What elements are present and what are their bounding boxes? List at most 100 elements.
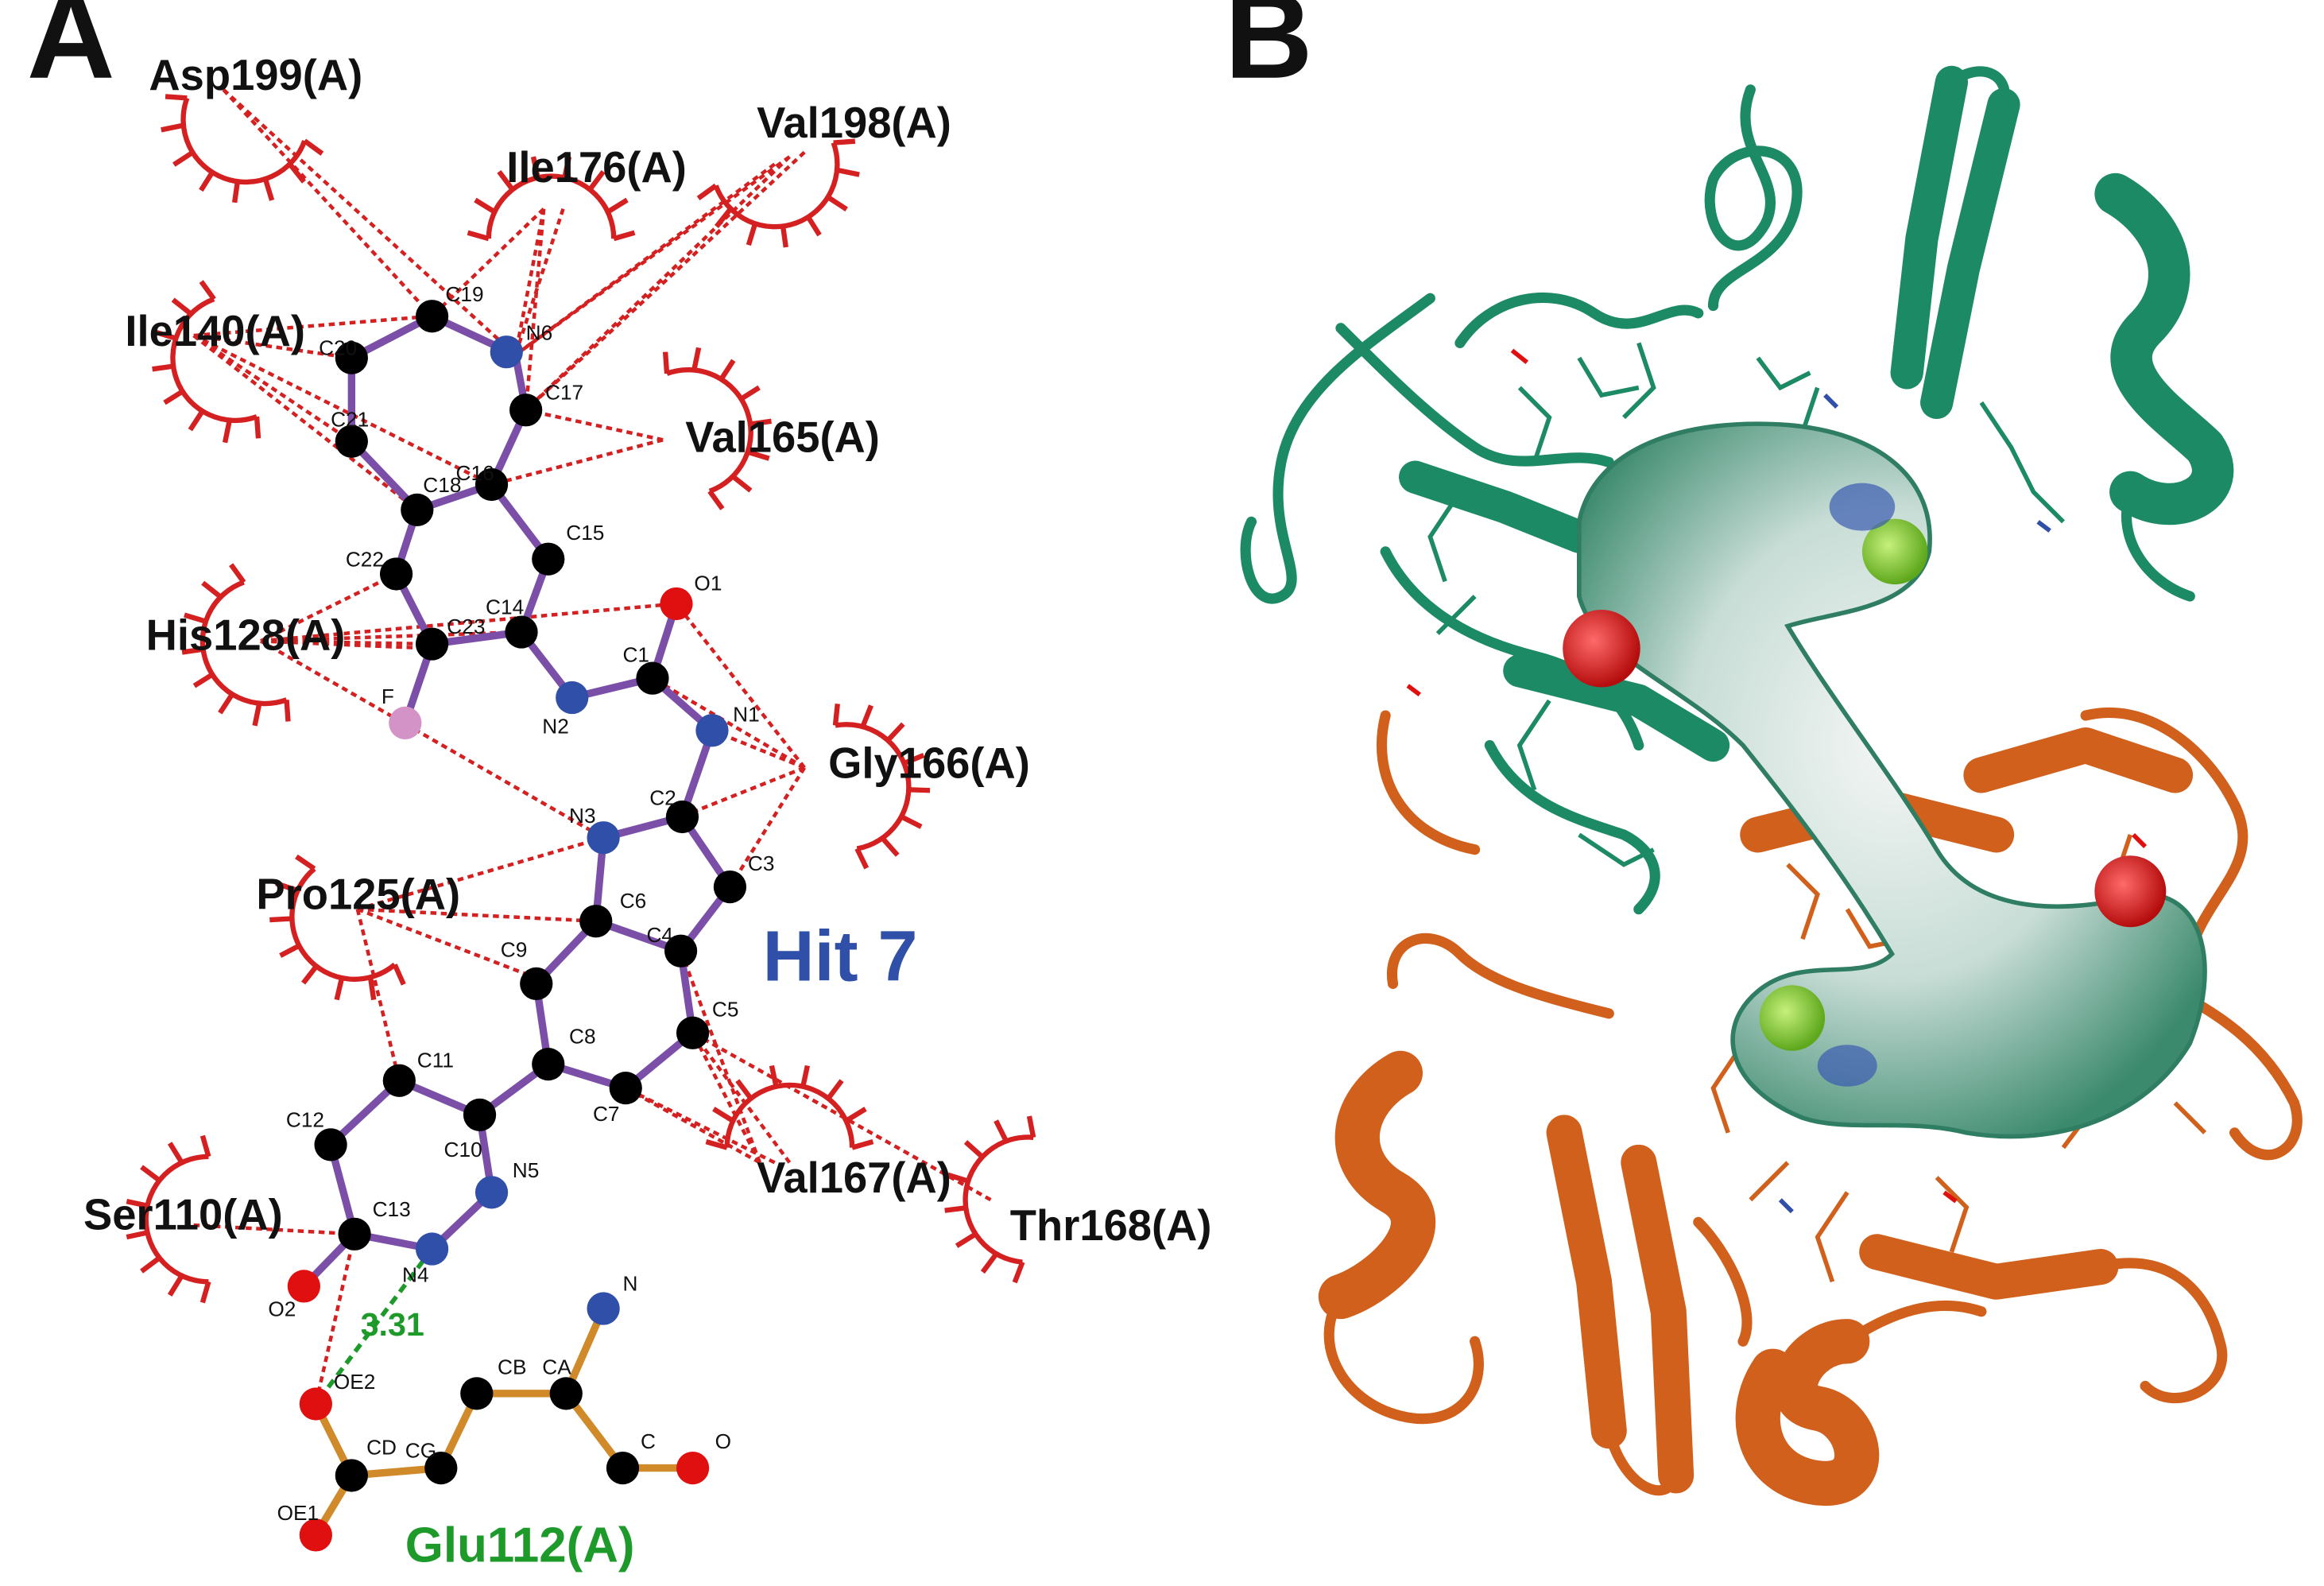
atom-c17	[509, 394, 543, 427]
atom-c	[606, 1451, 640, 1485]
atom-c6	[579, 905, 613, 938]
label-c13: C13	[373, 1197, 411, 1221]
glu112-label: Glu112(A)	[405, 1518, 635, 1573]
residue-label-asp199: Asp199(A)	[149, 51, 362, 99]
label-n1: N1	[733, 703, 760, 727]
label-n5: N5	[513, 1158, 540, 1182]
ligand-name: Hit 7	[763, 917, 918, 997]
atom-n	[587, 1292, 620, 1325]
atom-c14	[505, 615, 538, 649]
label-cd: CD	[366, 1436, 397, 1460]
label-oe1: OE1	[277, 1501, 320, 1525]
residue-label-ile140: Ile140(A)	[125, 307, 305, 355]
label-c21: C21	[331, 407, 369, 431]
residue-arcs	[126, 94, 1036, 1304]
label-c15: C15	[566, 521, 604, 545]
atom-c5	[676, 1016, 710, 1049]
label-c2: C2	[649, 785, 676, 809]
label-c8: C8	[569, 1024, 596, 1048]
arc-ile176	[467, 156, 636, 242]
atom-c10	[463, 1098, 497, 1131]
atom-n3	[587, 821, 620, 855]
atom-oe2	[299, 1387, 332, 1421]
label-c1: C1	[622, 643, 649, 667]
surface-red-bottom	[2094, 855, 2167, 928]
atom-c4	[664, 934, 698, 967]
label-c6: C6	[620, 889, 647, 913]
label-f: F	[382, 684, 394, 708]
atom-c11	[382, 1064, 416, 1097]
label-c4: C4	[646, 923, 673, 947]
atom-c15	[532, 542, 565, 576]
label-c9: C9	[501, 938, 528, 962]
label-c17: C17	[545, 381, 583, 405]
label-c11: C11	[417, 1048, 454, 1072]
residue-label-his128: His128(A)	[146, 611, 346, 660]
label-c14: C14	[486, 595, 524, 619]
atom-ca	[549, 1377, 583, 1410]
atom-cb	[460, 1377, 494, 1410]
hydrophobic-contacts	[192, 88, 992, 1405]
atom-o	[676, 1451, 710, 1485]
residue-label-val198: Val198(A)	[757, 99, 951, 147]
atom-c19	[415, 300, 449, 333]
arc-val165	[662, 347, 772, 510]
label-c18: C18	[423, 473, 461, 497]
arc-ser110	[126, 1134, 211, 1304]
arc-his128	[181, 563, 291, 727]
atom-c1	[636, 661, 669, 695]
label-cb: CB	[498, 1355, 526, 1379]
label-c16: C16	[456, 461, 494, 485]
atom-c8	[532, 1048, 565, 1081]
label-ca: CA	[542, 1355, 571, 1379]
atom-c18	[401, 493, 434, 526]
label-c5: C5	[712, 998, 739, 1022]
label-o: O	[715, 1429, 731, 1453]
arc-ile140	[152, 280, 261, 444]
atom-o1	[660, 587, 693, 621]
atom-n1	[695, 714, 729, 747]
label-n3: N3	[569, 804, 596, 828]
label-c19: C19	[445, 282, 483, 306]
label-c: C	[641, 1429, 656, 1453]
atom-cg	[424, 1451, 458, 1485]
residue-label-ser110: Ser110(A)	[83, 1191, 283, 1239]
residue-labels: Asp199(A) Ile176(A) Val198(A) Ile140(A) …	[83, 51, 1212, 1250]
label-n: N	[622, 1272, 637, 1296]
arc-asp199	[161, 94, 324, 204]
label-c7: C7	[593, 1102, 620, 1126]
surface-green-top	[1861, 518, 1928, 585]
atom-c2	[665, 800, 699, 834]
label-cg: CG	[405, 1438, 436, 1462]
label-o1: O1	[694, 572, 722, 595]
atom-oe1	[299, 1518, 332, 1552]
atom-n4	[415, 1232, 449, 1266]
label-c10: C10	[444, 1138, 482, 1161]
protein-chain-b	[1318, 707, 2303, 1507]
arc-val198	[696, 138, 860, 248]
residue-label-gly166: Gly166(A)	[828, 739, 1030, 788]
protein-chain-a	[1240, 65, 2234, 915]
label-c12: C12	[286, 1107, 324, 1131]
atom-f	[389, 706, 422, 740]
atom-n5	[474, 1176, 509, 1209]
surface-green-bottom	[1759, 985, 1826, 1051]
atom-n6	[490, 335, 523, 369]
arc-thr168	[944, 1115, 1036, 1284]
atom-c9	[520, 967, 553, 1001]
arc-val167	[705, 1064, 874, 1150]
hbond-distance: 3.31	[361, 1306, 424, 1343]
surface-red-top	[1563, 609, 1640, 688]
label-c22: C22	[346, 548, 384, 572]
residue-label-val167: Val167(A)	[757, 1154, 951, 1202]
residue-label-val165: Val165(A)	[685, 413, 880, 461]
panel-a: A 3.31	[27, 0, 1212, 1573]
residue-label-thr168: Thr168(A)	[1010, 1201, 1212, 1250]
panel-a-letter: A	[27, 0, 115, 104]
atom-cd	[335, 1459, 368, 1492]
atom-c12	[314, 1128, 347, 1161]
atom-labels: C19 N6 C20 C17 C21 C16 C18 C15 C22 C14 C…	[268, 282, 774, 1525]
panel-b-letter: B	[1225, 0, 1313, 104]
atom-c7	[609, 1072, 642, 1105]
